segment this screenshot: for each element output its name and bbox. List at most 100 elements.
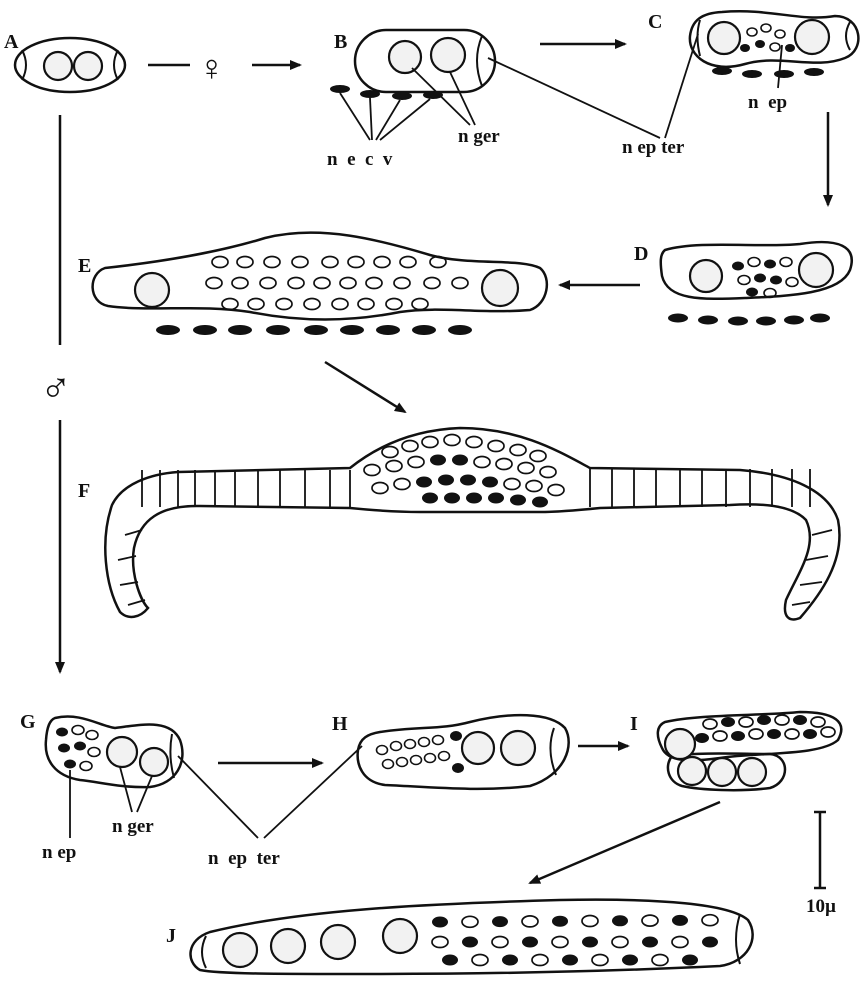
stage-c: C n ep xyxy=(648,11,858,113)
stage-c-ext-cell-2 xyxy=(742,70,762,78)
stage-e-ext-cell-3 xyxy=(228,325,252,335)
stage-f-nucleus-10 xyxy=(386,461,402,472)
stage-d-ep-nucleus-8 xyxy=(786,278,798,287)
stage-f-nucleus-26 xyxy=(548,485,564,496)
stage-f-nucleus-7 xyxy=(510,445,526,456)
stage-a: A xyxy=(4,31,125,92)
stage-h-ep-nucleus-10 xyxy=(425,754,436,763)
stage-j-label: J xyxy=(166,925,176,947)
stage-b-ext-cell-3 xyxy=(392,92,412,100)
stage-e-ep-nucleus-4 xyxy=(292,257,308,268)
stage-g-cap-right xyxy=(170,734,174,778)
stage-e-ep-nucleus-22 xyxy=(276,299,292,310)
stage-e-ep-nucleus-19 xyxy=(452,278,468,289)
stage-f-nucleus-30 xyxy=(488,493,504,504)
stage-f-nucleus-20 xyxy=(416,477,432,488)
stage-b-ext-cell-1 xyxy=(330,85,350,93)
stage-j-ep-nucleus-29 xyxy=(682,955,698,966)
stage-j-cap-right xyxy=(736,914,740,964)
stage-c-label: C xyxy=(648,11,662,33)
stage-e-ext-cell-6 xyxy=(340,325,364,335)
stage-f-nucleus-27 xyxy=(422,493,438,504)
stage-f-label: F xyxy=(78,480,90,502)
stage-j-ep-nucleus-12 xyxy=(462,937,478,948)
stage-i-ep-nucleus-7 xyxy=(811,717,825,727)
stage-e-ep-nucleus-13 xyxy=(288,278,304,289)
stage-i-label: I xyxy=(630,713,638,735)
label-n-ep-g: n ep xyxy=(42,842,76,863)
stage-f-nucleus-21 xyxy=(438,475,454,486)
stage-a-cap-left xyxy=(22,50,26,80)
stage-j-ep-nucleus-27 xyxy=(622,955,638,966)
stage-e-ep-nucleus-20 xyxy=(222,299,238,310)
stage-f-segment-line-30 xyxy=(792,602,810,605)
stage-j-ep-nucleus-23 xyxy=(502,955,518,966)
stage-h-nucleus-1 xyxy=(462,732,494,764)
stage-e-ep-nucleus-24 xyxy=(332,299,348,310)
stage-f-nucleus-12 xyxy=(430,455,446,466)
stage-e-ext-cell-2 xyxy=(193,325,217,335)
stage-i-ep-nucleus-10 xyxy=(731,731,745,741)
stage-h-ep-nucleus-12 xyxy=(452,763,464,773)
stage-j-ep-nucleus-7 xyxy=(612,915,628,926)
stage-d-ext-cell-1 xyxy=(668,314,688,323)
stage-e-ep-nucleus-2 xyxy=(237,257,253,268)
stage-a-label: A xyxy=(4,31,19,53)
stage-j-ep-nucleus-16 xyxy=(582,937,598,948)
stage-d-ext-cell-3 xyxy=(728,317,748,326)
stage-d-ep-nucleus-4 xyxy=(780,258,792,267)
stage-f-segment-lines xyxy=(118,469,832,605)
stage-c-cap-left xyxy=(698,20,701,56)
stage-d-ep-nucleus-9 xyxy=(746,288,758,297)
stage-j-nucleus-2 xyxy=(271,929,305,963)
stage-h-ep-nucleus-2 xyxy=(391,742,402,751)
arrow-e-f xyxy=(325,362,405,412)
pointer-n-ger-g-1 xyxy=(120,767,132,812)
stage-i-ep-nucleus-13 xyxy=(785,729,799,739)
stage-f: F xyxy=(78,428,839,619)
stage-e-nucleus-2 xyxy=(482,270,518,306)
stage-e-ep-nucleus-23 xyxy=(304,299,320,310)
stage-e-ep-nucleus-27 xyxy=(412,299,428,310)
stage-c-ep-nucleus-7 xyxy=(740,44,750,52)
pointer-n-ep-ter-c-1 xyxy=(488,58,660,138)
stage-a-cap-right xyxy=(114,50,118,80)
stage-e-ep-nucleus-3 xyxy=(264,257,280,268)
stage-f-segment-line-28 xyxy=(806,556,828,560)
stage-f-nucleus-9 xyxy=(364,465,380,476)
stage-g-nucleus-1 xyxy=(107,737,137,767)
label-n-ger-g: n ger xyxy=(112,816,154,837)
stage-j-ep-nucleus-14 xyxy=(522,937,538,948)
stage-j-ep-nucleus-4 xyxy=(522,916,538,927)
stage-j-ep-nucleus-1 xyxy=(432,917,448,928)
stage-f-nucleus-32 xyxy=(532,497,548,508)
stage-j-ep-nuclei xyxy=(432,915,718,966)
stage-d-ep-nucleus-5 xyxy=(738,276,750,285)
stage-f-nucleus-29 xyxy=(466,493,482,504)
stage-c-ep-nucleus-5 xyxy=(770,43,780,51)
stage-h-cap-right xyxy=(550,728,556,775)
label-n-ep-ter-g: n ep ter xyxy=(208,848,280,869)
stage-e: E xyxy=(78,233,547,335)
stage-d-ext-cell-6 xyxy=(810,314,830,323)
stage-f-nucleus-8 xyxy=(530,451,546,462)
stage-e-nucleus-1 xyxy=(135,273,169,307)
stage-f-nucleus-15 xyxy=(496,459,512,470)
label-n-ger-b: n ger xyxy=(458,126,500,147)
stage-j-ep-nucleus-15 xyxy=(552,937,568,948)
stage-h-ep-nucleus-4 xyxy=(419,738,430,747)
stage-f-nucleus-31 xyxy=(510,495,526,506)
stage-j-ep-nucleus-2 xyxy=(462,916,478,927)
stage-c-ext-cell-3 xyxy=(774,70,794,78)
stage-i-nucleus-4 xyxy=(738,758,766,786)
stage-a-nucleus-2 xyxy=(74,52,102,80)
stage-c-ext-cell-4 xyxy=(804,68,824,76)
stage-h-nucleus-2 xyxy=(501,731,535,765)
stage-g-ep-nucleus-7 xyxy=(64,760,76,769)
stage-g-ep-nucleus-3 xyxy=(86,731,98,740)
stage-f-nucleus-28 xyxy=(444,493,460,504)
stage-d-ext-cell-4 xyxy=(756,317,776,326)
stage-e-ep-nucleus-15 xyxy=(340,278,356,289)
stage-e-ep-nucleus-6 xyxy=(348,257,364,268)
